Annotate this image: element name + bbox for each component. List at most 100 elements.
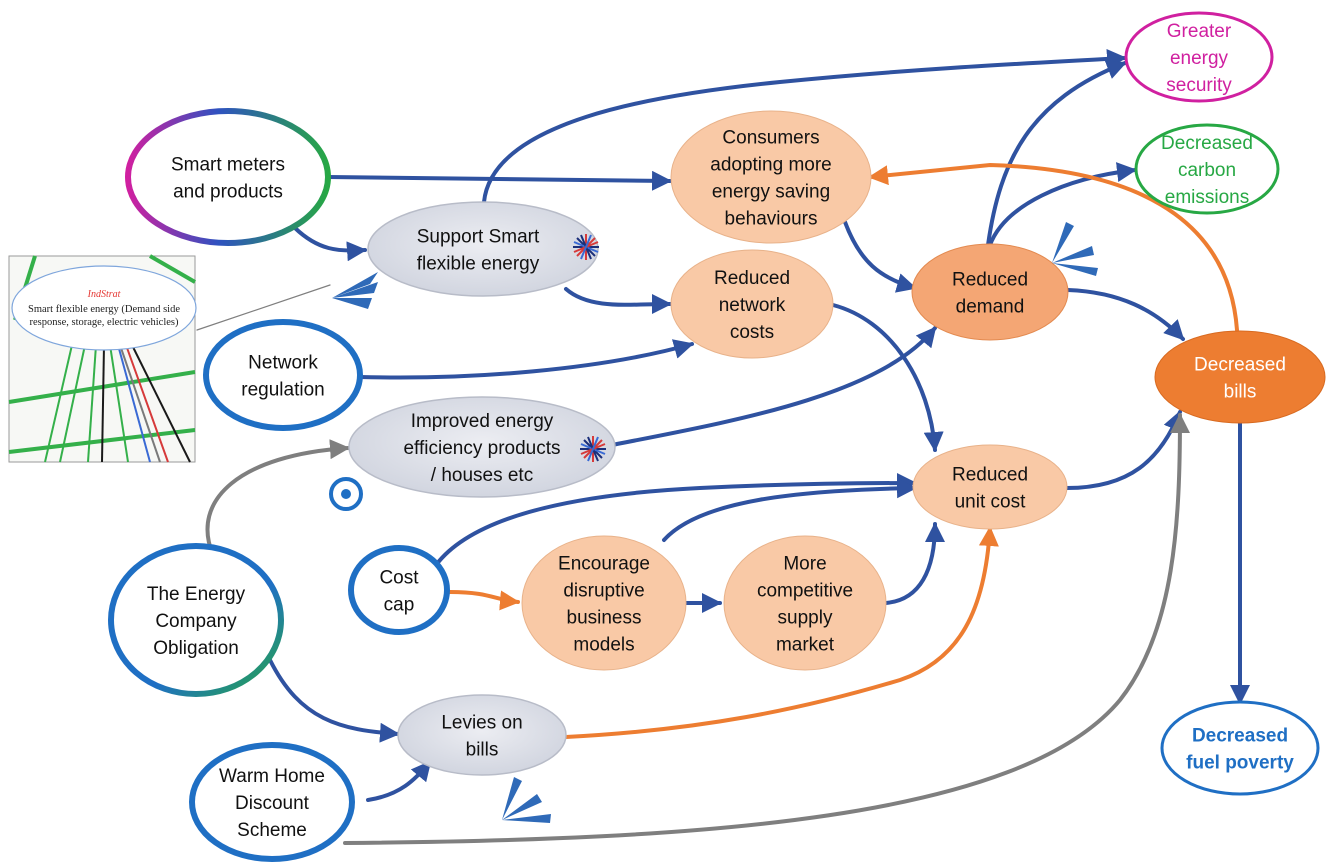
node-label-line: and products xyxy=(173,182,283,203)
node-label-line: Consumers xyxy=(722,128,819,149)
edge-improved-efficiency-to-reduced-demand xyxy=(610,326,937,447)
inset-title: IndStrat xyxy=(87,289,121,300)
node-label-line: fuel poverty xyxy=(1186,753,1294,774)
node-label-line: market xyxy=(776,635,835,656)
node-label-line: bills xyxy=(466,740,499,761)
node-label: Levies on bills xyxy=(441,713,522,761)
edge-smart-meters-to-support-smart xyxy=(293,226,367,262)
node-label-line: disruptive xyxy=(563,581,644,602)
node-label-line: Decreased xyxy=(1194,355,1286,376)
edge-warm-home-to-levies xyxy=(366,760,432,802)
node-label: Decreased bills xyxy=(1194,355,1286,403)
edge-cost-cap-to-encourage-disruptive xyxy=(448,590,520,611)
edge-support-smart-to-reduced-network-costs xyxy=(564,287,672,315)
circled-dot-icon xyxy=(329,477,363,511)
node-smart-meters: Smart meters and products xyxy=(125,108,331,246)
edge-support-smart-to-greater-security xyxy=(482,48,1127,204)
node-label-line: Encourage xyxy=(558,554,650,575)
edge-cost-cap-to-reduced-unit-cost xyxy=(434,473,917,567)
node-label-line: network xyxy=(719,295,786,316)
node-label: Decreased fuel poverty xyxy=(1186,726,1294,774)
node-reduced-demand: Reduced demand xyxy=(911,243,1069,341)
edge-reduced-demand-to-greater-security xyxy=(986,60,1127,247)
node-label-line: Warm Home xyxy=(219,766,325,787)
edge-network-regulation-to-reduced-network-costs xyxy=(358,339,694,380)
node-label-line: demand xyxy=(956,297,1025,318)
edge-decreased-bills-to-consumers xyxy=(868,162,1239,332)
edge-inset-pointer xyxy=(196,284,331,331)
node-label-line: Network xyxy=(248,353,318,374)
node-label-line: bills xyxy=(1224,382,1257,403)
node-label: Smart meters and products xyxy=(171,155,285,203)
node-label-line: behaviours xyxy=(725,209,818,230)
node-label-line: regulation xyxy=(241,380,324,401)
node-label: Consumers adopting more energy saving behav… xyxy=(710,128,831,230)
node-label-line: energy saving xyxy=(712,182,830,203)
node-label: Reduced network costs xyxy=(714,268,790,343)
edges xyxy=(196,48,1250,845)
node-label-line: The Energy xyxy=(147,584,246,605)
node-network-regulation: Network regulation xyxy=(203,319,363,431)
edge-eco-to-levies xyxy=(268,658,400,743)
nodes: Smart meters and products Network regulati… xyxy=(108,11,1326,862)
node-label-line: Decreased xyxy=(1192,726,1288,747)
node-decreased-fuel-poverty: Decreased fuel poverty xyxy=(1160,700,1320,796)
edge-levies-to-reduced-unit-cost xyxy=(564,526,999,739)
node-label-line: unit cost xyxy=(955,492,1026,513)
node-label-line: security xyxy=(1166,75,1232,96)
node-label-line: competitive xyxy=(757,581,853,602)
node-label-line: Levies on xyxy=(441,713,522,734)
edge-eco-to-improved-efficiency xyxy=(205,439,350,557)
node-label-line: Reduced xyxy=(952,270,1028,291)
node-decreased-carbon: Decreased carbon emissions xyxy=(1134,123,1280,215)
node-label-line: Decreased xyxy=(1161,133,1253,154)
node-label-line: Smart meters xyxy=(171,155,285,176)
node-decreased-bills: Decreased bills xyxy=(1154,330,1326,424)
inset-panel: IndStrat Smart flexible energy (Demand s… xyxy=(8,254,197,463)
node-label: Decreased carbon emissions xyxy=(1161,133,1253,208)
edge-consumers-to-reduced-demand xyxy=(843,220,917,293)
edge-reduced-network-costs-to-reduced-unit-cost xyxy=(831,303,944,452)
node-label-line: Improved energy xyxy=(411,411,554,432)
node-reduced-network-costs: Reduced network costs xyxy=(670,249,834,359)
node-label-line: business xyxy=(567,608,642,629)
node-consumers-adopting: Consumers adopting more energy saving behav… xyxy=(670,110,872,244)
tick-marks-icon xyxy=(1052,222,1098,276)
edge-reduced-demand-to-decreased-bills xyxy=(1066,288,1185,341)
node-label-line: adopting more xyxy=(710,155,831,176)
node-label-line: Discount xyxy=(235,793,310,814)
tick-marks-icon xyxy=(502,777,551,823)
node-label-line: carbon xyxy=(1178,160,1236,181)
node-label-line: Reduced xyxy=(714,268,790,289)
node-label: Reduced demand xyxy=(952,270,1028,318)
node-label-line: emissions xyxy=(1165,187,1249,208)
node-label-line: / houses etc xyxy=(431,465,533,486)
node-label: Network regulation xyxy=(241,353,324,401)
node-label-line: energy xyxy=(1170,48,1229,69)
node-levies: Levies on bills xyxy=(397,694,567,776)
node-label-line: Obligation xyxy=(153,638,239,659)
inset-line-1: Smart flexible energy (Demand side xyxy=(28,304,180,315)
starburst-icon xyxy=(573,234,599,260)
tick-marks-icon xyxy=(332,272,378,309)
node-label-line: cap xyxy=(384,595,415,616)
edge-reduced-unit-cost-to-decreased-bills xyxy=(1065,410,1183,490)
node-label-line: Support Smart xyxy=(417,227,540,248)
node-label-line: costs xyxy=(730,322,774,343)
